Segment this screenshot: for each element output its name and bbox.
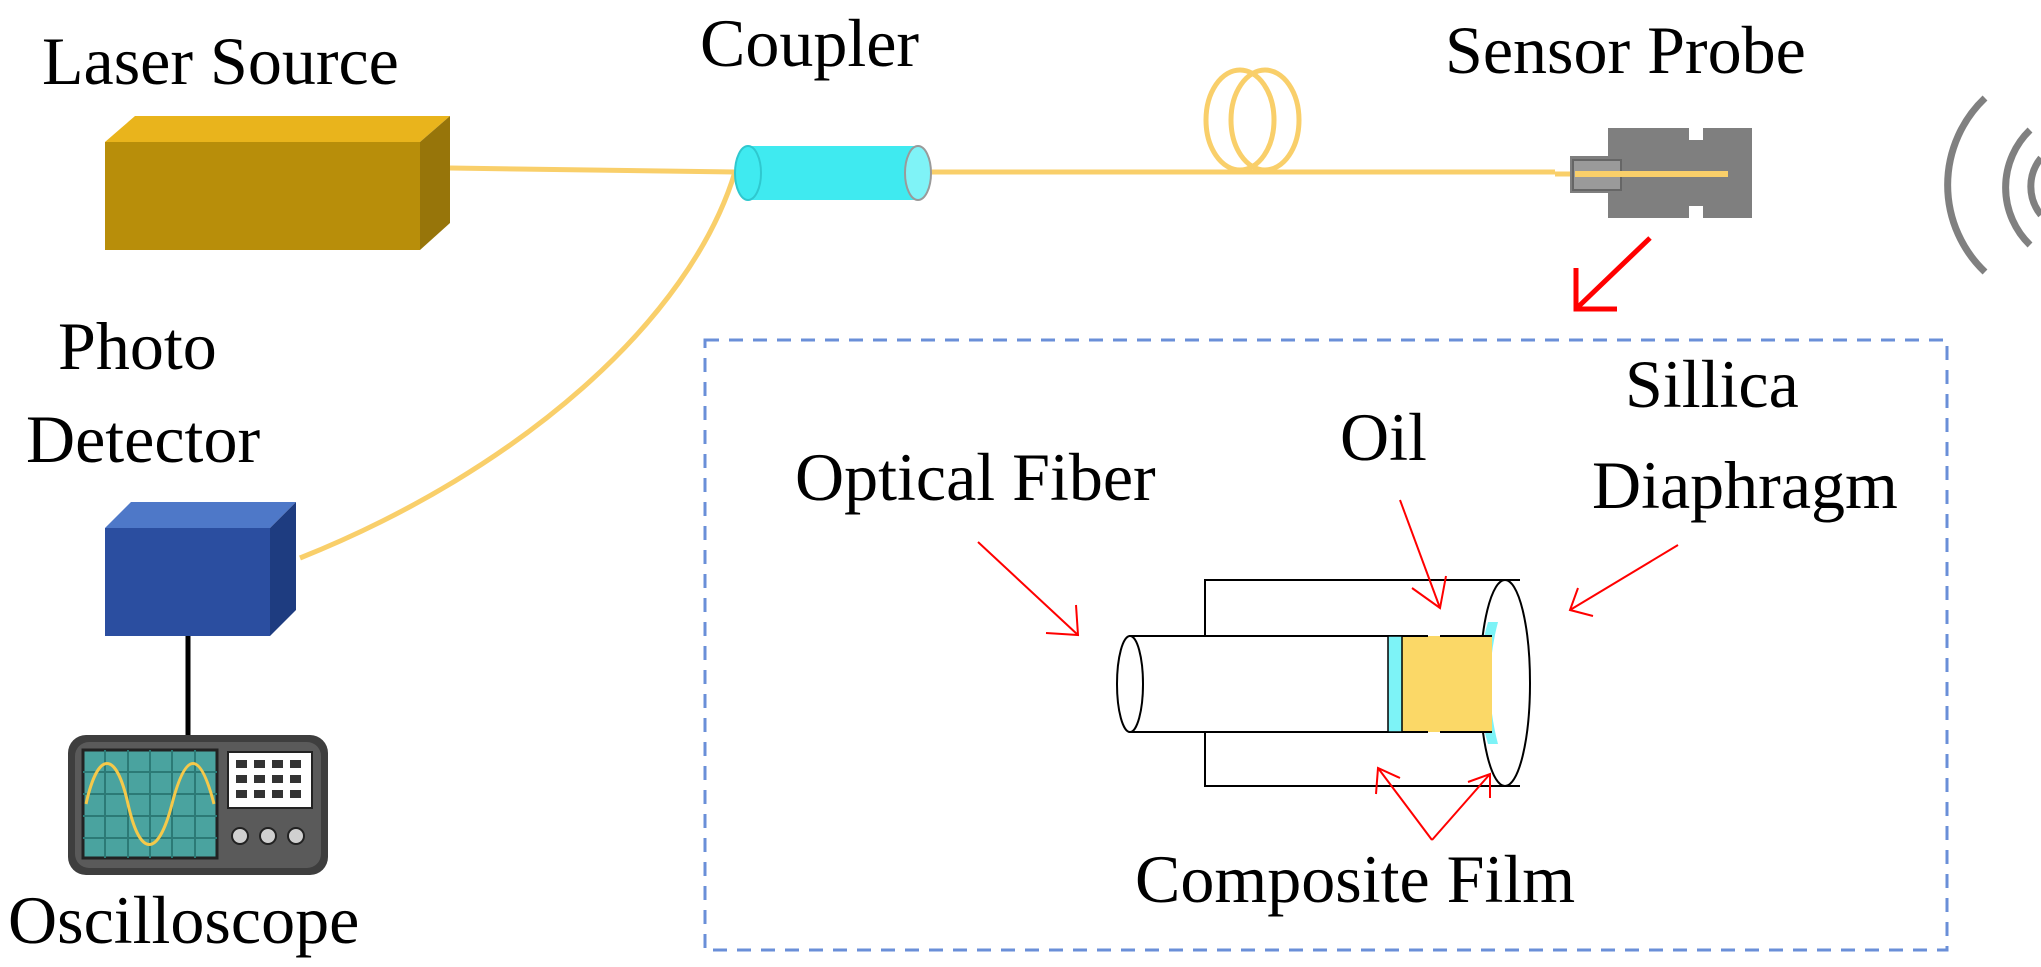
fiber-coupler-to-detector	[299, 171, 738, 561]
coupler-label: Coupler	[700, 5, 919, 81]
composite-film-label: Composite Film	[1135, 841, 1575, 917]
oscilloscope	[68, 735, 328, 875]
silica-diaphragm-label-line2: Diaphragm	[1592, 447, 1898, 523]
photo-detector-box	[105, 502, 296, 636]
detail-callout-arrows	[977, 499, 1679, 841]
oscilloscope-label: Oscilloscope	[8, 882, 359, 958]
laser-source-box	[105, 116, 450, 250]
photo-detector-label-line2: Detector	[26, 401, 260, 477]
coupler-cylinder	[734, 145, 932, 201]
fiber-coil-loop-1	[1203, 67, 1277, 173]
acoustic-wave-icon	[1944, 95, 2041, 275]
fiber-coil-loop-2	[1228, 67, 1302, 173]
oil-chamber	[1402, 636, 1492, 732]
probe-callout-arrow	[1573, 236, 1652, 312]
fiber-laser-to-coupler	[449, 165, 736, 175]
optical-fiber-arrow	[977, 541, 1079, 636]
composite-film-arrow-2	[1431, 773, 1491, 841]
fiber-cylinder	[1129, 635, 1393, 733]
sensor-probe-label: Sensor Probe	[1445, 12, 1806, 88]
oscilloscope-waveform	[84, 762, 216, 846]
oil-arrow	[1399, 499, 1441, 609]
composite-film-arrow-1	[1377, 767, 1433, 841]
sensor-probe	[1570, 126, 1752, 220]
composite-film-fiber-end	[1387, 635, 1403, 733]
silica-diaphragm-label-line1: Sillica	[1625, 346, 1799, 422]
laser-source-label: Laser Source	[42, 23, 399, 99]
photo-detector-label-line1: Photo	[58, 308, 217, 384]
silica-arrow	[1569, 544, 1679, 611]
probe-detail-box	[703, 338, 1949, 952]
optical-fiber-label: Optical Fiber	[795, 439, 1156, 515]
oil-label: Oil	[1340, 399, 1427, 475]
probe-cross-section	[1116, 579, 1531, 787]
